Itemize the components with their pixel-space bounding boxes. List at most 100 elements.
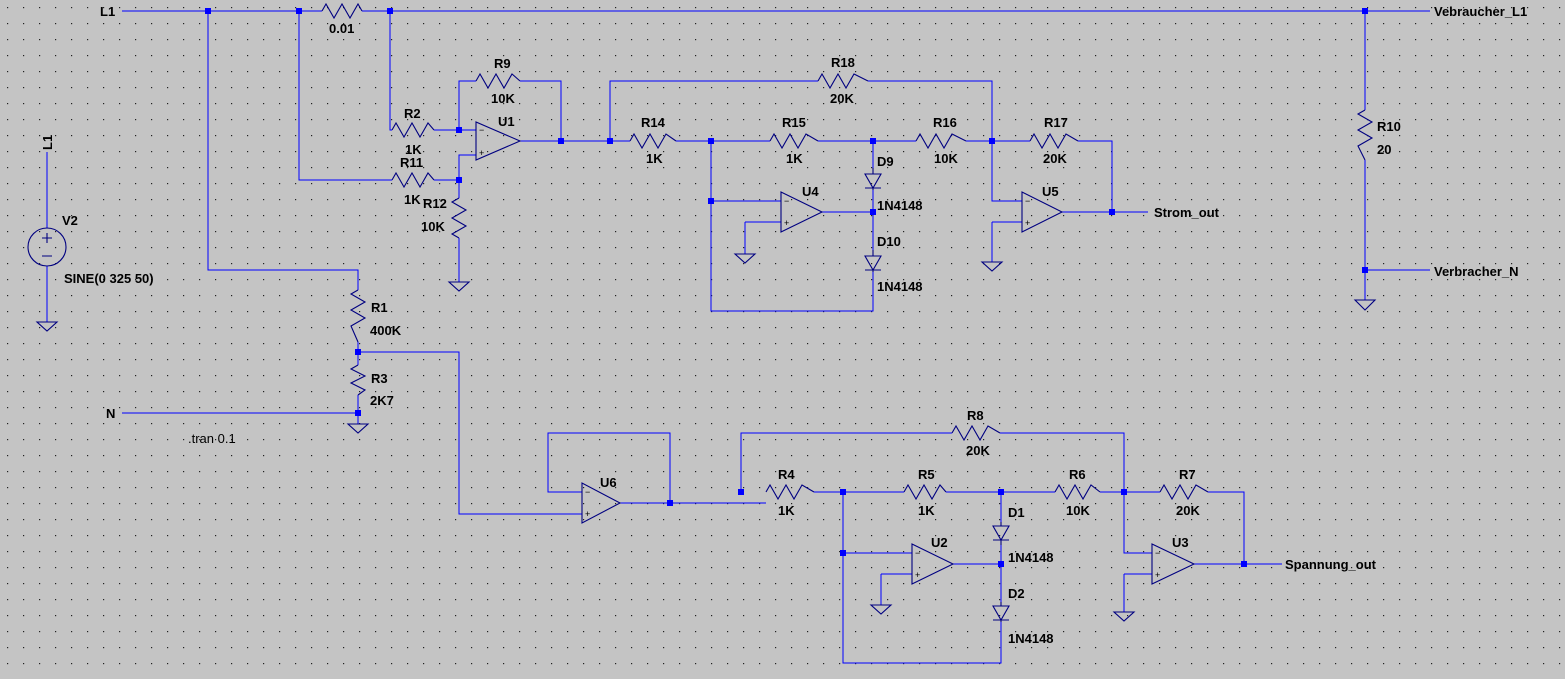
r4-name: R4 <box>778 467 795 482</box>
r3-name: R3 <box>371 371 388 386</box>
resistors[interactable]: 0.01 R2 1K R11 1K R12 10K R9 10K R14 1K … <box>321 2 1401 518</box>
source-value: SINE(0 325 50) <box>64 271 154 286</box>
svg-text:+: + <box>915 570 920 580</box>
u1-name: U1 <box>498 114 515 129</box>
resistor-r2 <box>391 121 435 139</box>
resistor-r12 <box>450 197 468 239</box>
r12-name: R12 <box>423 196 447 211</box>
svg-text:+: + <box>479 148 484 158</box>
r6-name: R6 <box>1069 467 1086 482</box>
r4-value: 1K <box>778 503 795 518</box>
ground-symbols <box>35 253 1377 622</box>
junctions <box>205 8 1368 567</box>
svg-text:+: + <box>784 218 789 228</box>
r7-name: R7 <box>1179 467 1196 482</box>
wires <box>46 10 1430 664</box>
resistor-r4 <box>765 483 815 501</box>
opamp-u1: − + U1 <box>475 114 522 161</box>
source-name: V2 <box>62 213 78 228</box>
d2-value: 1N4148 <box>1008 631 1054 646</box>
svg-text:−: − <box>1155 548 1160 558</box>
net-label-verbracher-n[interactable]: Verbracher_N <box>1434 264 1519 279</box>
diode-d1: D1 1N4148 <box>992 505 1054 565</box>
u4-name: U4 <box>802 184 819 199</box>
svg-text:−: − <box>1025 196 1030 206</box>
svg-text:+: + <box>1025 218 1030 228</box>
resistor-r3 <box>349 364 367 396</box>
resistor-r5 <box>903 483 947 501</box>
resistor-r18 <box>817 72 869 90</box>
resistor-r17 <box>1029 132 1079 150</box>
u2-name: U2 <box>931 535 948 550</box>
r15-value: 1K <box>786 151 803 166</box>
resistor-r14 <box>629 132 677 150</box>
r17-name: R17 <box>1044 115 1068 130</box>
opamp-u2: − + U2 <box>911 535 955 585</box>
r3-value: 2K7 <box>370 393 394 408</box>
diode-d2: D2 1N4148 <box>992 586 1054 646</box>
r8-name: R8 <box>967 408 984 423</box>
diode-d9: D9 1N4148 <box>864 154 923 213</box>
svg-text:−: − <box>479 125 484 135</box>
d1-name: D1 <box>1008 505 1025 520</box>
r6-value: 10K <box>1066 503 1090 518</box>
d2-name: D2 <box>1008 586 1025 601</box>
resistor-r16 <box>915 132 967 150</box>
r1-value: 400K <box>370 323 402 338</box>
net-label-spannung-out[interactable]: Spannung_out <box>1285 557 1377 572</box>
u5-name: U5 <box>1042 184 1059 199</box>
r16-name: R16 <box>933 115 957 130</box>
opamp-u6: − + U6 <box>581 475 622 524</box>
r10-name: R10 <box>1377 119 1401 134</box>
resistor-rs <box>321 2 363 20</box>
r5-value: 1K <box>918 503 935 518</box>
voltage-source-v2[interactable]: V2 SINE(0 325 50) L1 <box>27 135 154 286</box>
r1-name: R1 <box>371 300 388 315</box>
net-labels[interactable]: L1 N Vebraucher_L1 Verbracher_N Strom_ou… <box>100 4 1527 572</box>
spice-directive[interactable]: .tran 0.1 <box>188 431 236 446</box>
r16-value: 10K <box>934 151 958 166</box>
r14-value: 1K <box>646 151 663 166</box>
resistor-r7 <box>1159 483 1209 501</box>
d9-value: 1N4148 <box>877 198 923 213</box>
r18-name: R18 <box>831 55 855 70</box>
r7-value: 20K <box>1176 503 1200 518</box>
opamps[interactable]: − + U1 −+ U4 − + U5 − + U6 − + U2 − + U3 <box>475 114 1196 585</box>
net-label-vebraucher-l1[interactable]: Vebraucher_L1 <box>1434 4 1527 19</box>
r12-value: 10K <box>421 219 445 234</box>
resistor-r6 <box>1054 483 1101 501</box>
resistor-r10 <box>1356 109 1374 161</box>
d10-name: D10 <box>877 234 901 249</box>
r11-value: 1K <box>404 192 421 207</box>
opamp-u3: − + U3 <box>1151 535 1196 585</box>
resistor-r11 <box>391 171 435 189</box>
opamp-u4: −+ U4 <box>780 184 824 233</box>
svg-text:+: + <box>1155 570 1160 580</box>
r11-name: R11 <box>400 155 423 170</box>
net-label-n[interactable]: N <box>106 406 115 421</box>
r2-name: R2 <box>404 106 421 121</box>
u6-name: U6 <box>600 475 617 490</box>
diode-d10: D10 1N4148 <box>864 234 923 294</box>
svg-text:+: + <box>585 509 590 519</box>
svg-text:−: − <box>585 487 590 497</box>
resistor-r8 <box>951 424 1001 442</box>
r18-value: 20K <box>830 91 854 106</box>
u3-name: U3 <box>1172 535 1189 550</box>
source-net-label: L1 <box>40 135 55 150</box>
opamp-u5: − + U5 <box>1021 184 1064 233</box>
r5-name: R5 <box>918 467 935 482</box>
svg-text:−: − <box>915 548 920 558</box>
r8-value: 20K <box>966 443 990 458</box>
resistor-r9 <box>475 72 521 90</box>
net-label-strom-out[interactable]: Strom_out <box>1154 205 1220 220</box>
d1-value: 1N4148 <box>1008 550 1054 565</box>
r9-value: 10K <box>491 91 515 106</box>
diodes[interactable]: D9 1N4148 D10 1N4148 D1 1N4148 D2 1N4148 <box>864 154 1054 646</box>
r10-value: 20 <box>1377 142 1391 157</box>
rs-value: 0.01 <box>329 21 354 36</box>
net-label-l1[interactable]: L1 <box>100 4 115 19</box>
